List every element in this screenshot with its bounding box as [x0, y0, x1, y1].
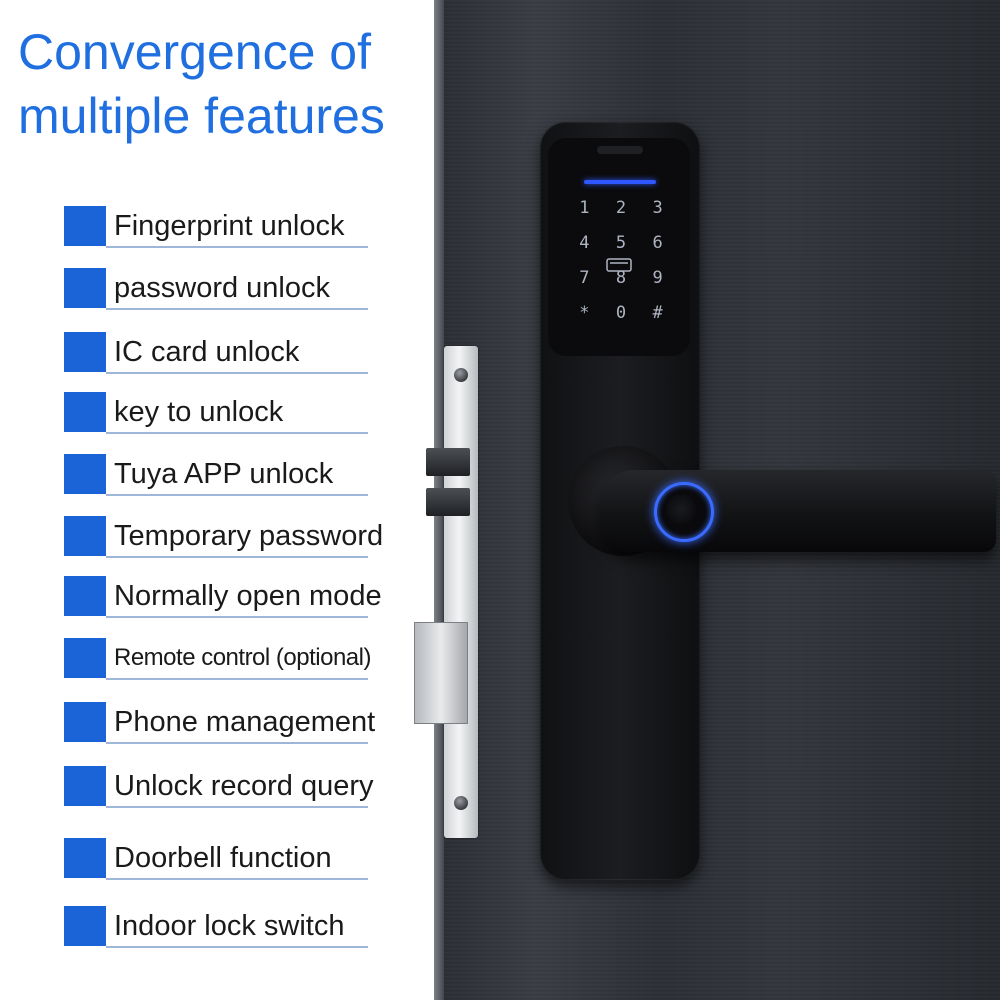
underline [106, 678, 368, 680]
keypad-key: 0 [615, 302, 627, 323]
feature-label: Temporary password [114, 520, 384, 552]
underline [106, 616, 368, 618]
keypad-key: 7 [579, 267, 590, 288]
feature-label: Remote control (optional) [114, 644, 371, 671]
feature-item: Indoor lock switch [64, 906, 434, 950]
underline [106, 556, 368, 558]
keypad-key: 8 [615, 267, 627, 288]
feature-label: password unlock [114, 272, 330, 304]
feature-label: Doorbell function [114, 842, 332, 874]
underline [106, 806, 368, 808]
feature-label: Fingerprint unlock [114, 210, 345, 242]
feature-label: Normally open mode [114, 580, 382, 612]
feature-item: password unlock [64, 268, 434, 312]
page-title: Convergence of multiple features [18, 24, 385, 144]
square-bullet-icon [64, 454, 106, 494]
underline [106, 432, 368, 434]
square-bullet-icon [64, 576, 106, 616]
feature-item: Phone management [64, 702, 434, 746]
screw-top [454, 368, 468, 382]
keypad-key: # [652, 302, 663, 323]
keypad-key: 9 [652, 267, 663, 288]
square-bullet-icon [64, 206, 106, 246]
underline [106, 742, 368, 744]
square-bullet-icon [64, 516, 106, 556]
fingerprint-sensor [666, 494, 696, 524]
sensor-slot [597, 146, 643, 154]
feature-label: Phone management [114, 706, 376, 738]
square-bullet-icon [64, 702, 106, 742]
feature-label: key to unlock [114, 396, 284, 428]
feature-label: Indoor lock switch [114, 910, 345, 942]
feature-item: key to unlock [64, 392, 434, 436]
feature-item: Doorbell function [64, 838, 434, 882]
feature-item: Temporary password [64, 516, 434, 560]
deadbolt [414, 622, 468, 724]
screw-bottom [454, 796, 468, 810]
keypad-key: * [579, 302, 590, 323]
feature-item: Remote control (optional) [64, 638, 434, 682]
feature-label: IC card unlock [114, 336, 300, 368]
feature-item: IC card unlock [64, 332, 434, 376]
square-bullet-icon [64, 268, 106, 308]
feature-item: Tuya APP unlock [64, 454, 434, 498]
keypad-key: 3 [652, 197, 663, 218]
underline [106, 372, 368, 374]
keypad-key: 6 [652, 232, 663, 253]
card-reader-icon [606, 258, 632, 272]
underline [106, 308, 368, 310]
touch-keypad-panel [548, 138, 690, 356]
underline [106, 494, 368, 496]
square-bullet-icon [64, 638, 106, 678]
keypad: 1 2 3 4 5 6 7 8 9 * 0 # [566, 190, 676, 330]
keypad-key: 5 [615, 232, 627, 253]
feature-item: Normally open mode [64, 576, 434, 620]
feature-item: Unlock record query [64, 766, 434, 810]
underline [106, 946, 368, 948]
square-bullet-icon [64, 392, 106, 432]
square-bullet-icon [64, 838, 106, 878]
fingerprint-icon [654, 482, 714, 542]
keypad-key: 2 [615, 197, 627, 218]
feature-label: Tuya APP unlock [114, 458, 334, 490]
latch-lower [426, 488, 470, 516]
underline [106, 246, 368, 248]
feature-label: Unlock record query [114, 770, 374, 802]
square-bullet-icon [64, 332, 106, 372]
keypad-key: 1 [579, 197, 590, 218]
square-bullet-icon [64, 766, 106, 806]
latch-upper [426, 448, 470, 476]
status-light [584, 180, 656, 184]
keypad-key: 4 [579, 232, 590, 253]
feature-item: Fingerprint unlock [64, 206, 434, 250]
square-bullet-icon [64, 906, 106, 946]
underline [106, 878, 368, 880]
mortise-faceplate [444, 346, 478, 838]
